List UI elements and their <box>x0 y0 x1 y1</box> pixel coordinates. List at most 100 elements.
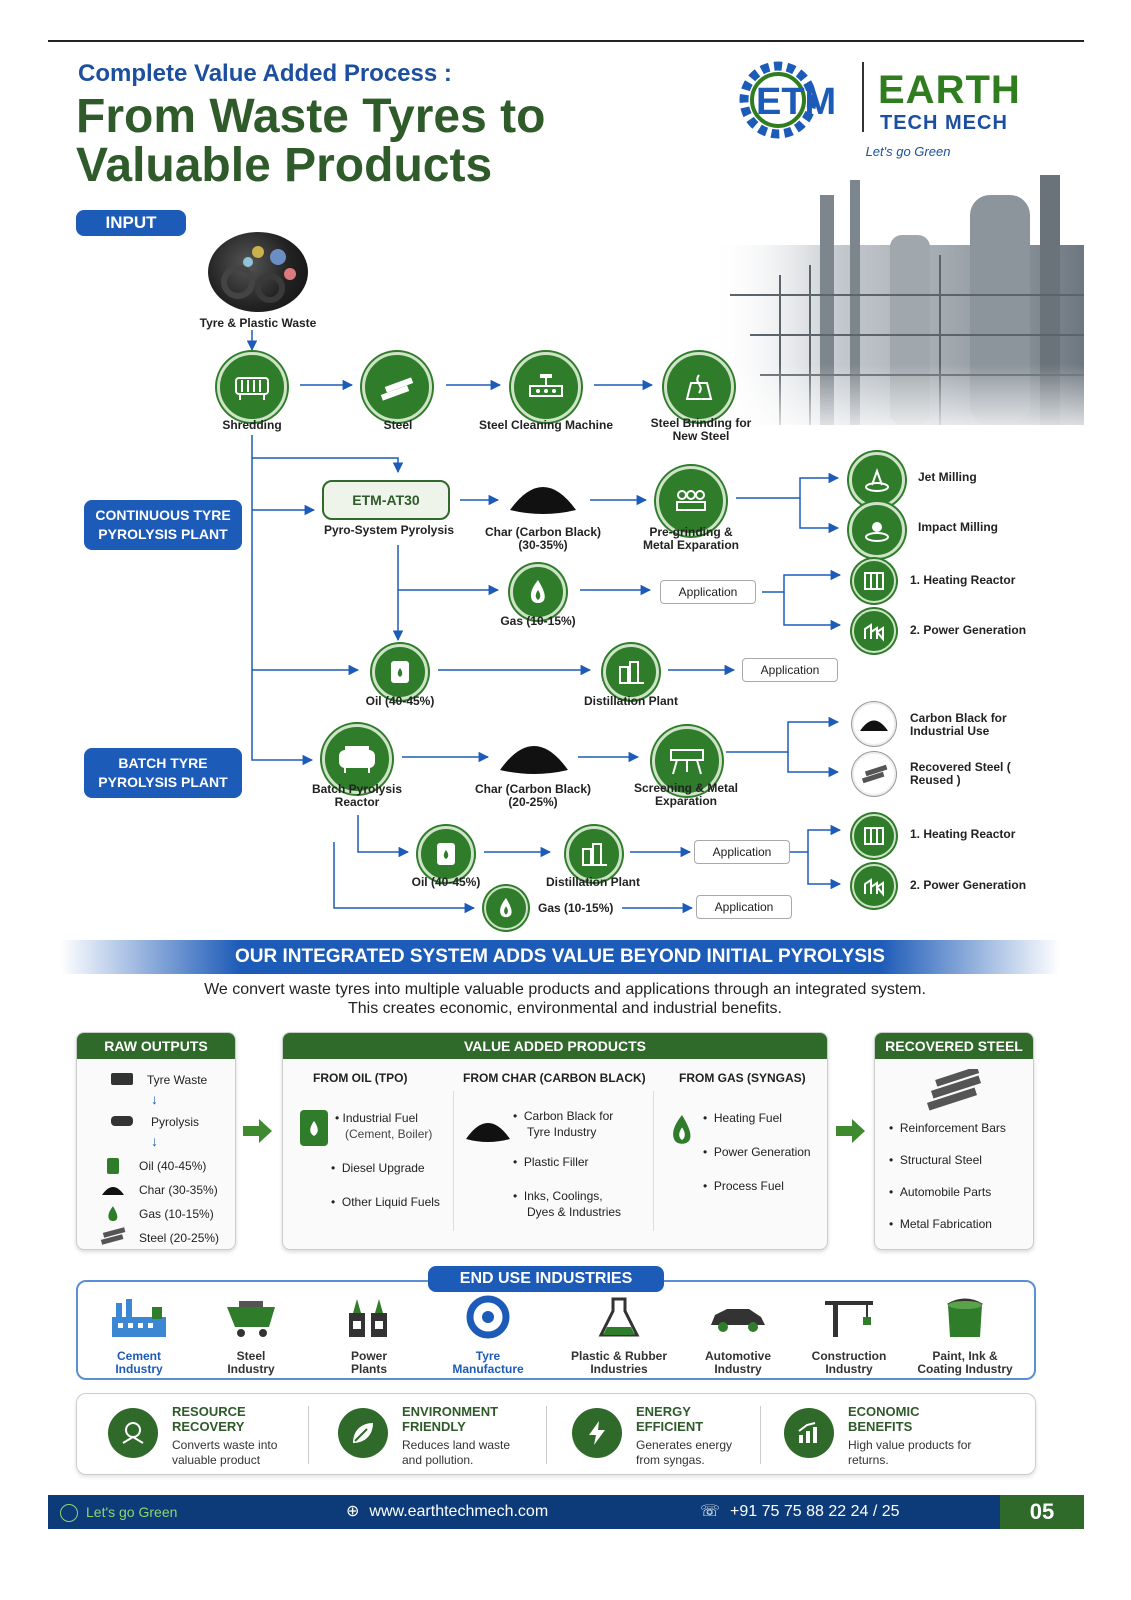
gas-continuous-label: Gas (10-15%) <box>500 614 576 628</box>
oil-batch-label: Oil (40-45%) <box>411 875 481 889</box>
carbon-black-industrial-label: Carbon Black for Industrial Use <box>910 711 1007 738</box>
benefit-4-d2: returns. <box>848 1453 889 1467</box>
oil-icon <box>105 1157 121 1180</box>
page-number: 05 <box>1000 1495 1084 1529</box>
top-rule <box>48 40 1084 42</box>
raw-outputs-panel: RAW OUTPUTS Tyre Waste ↓ Pyrolysis ↓ Oil… <box>76 1032 236 1250</box>
footer-website-text[interactable]: www.earthtechmech.com <box>369 1503 549 1520</box>
recovered-steel-panel: RECOVERED STEEL • Reinforcement Bars • S… <box>874 1032 1034 1250</box>
industry-tyre-l2: Manufacture <box>452 1362 524 1376</box>
steel-item-4-text: Metal Fabrication <box>899 1217 992 1231</box>
char-item-1: • Carbon Black for <box>513 1109 614 1123</box>
steel-bars-icon <box>362 352 432 422</box>
gas-item-2: • Power Generation <box>703 1145 811 1159</box>
power-plant-icon <box>349 1299 387 1337</box>
from-char-heading: FROM CHAR (CARBON BLACK) <box>463 1071 646 1085</box>
brand-name-bottom: TECH MECH <box>880 112 1008 134</box>
oil-item-3: • Other Liquid Fuels <box>331 1195 440 1209</box>
raw-tyre-waste: Tyre Waste <box>147 1073 208 1087</box>
raw-outputs-title: RAW OUTPUTS <box>77 1033 235 1059</box>
recycle-hand-icon <box>108 1408 158 1458</box>
benefit-3-t1: ENERGY <box>636 1404 691 1419</box>
oil-drum-icon <box>372 644 428 700</box>
brand-tagline: Let's go Green <box>865 144 951 159</box>
carbon-black-pile-icon <box>510 487 576 514</box>
power-generation-icon <box>852 609 896 653</box>
from-oil-heading: FROM OIL (TPO) <box>313 1071 408 1085</box>
shredding-label: Shredding <box>222 418 282 432</box>
footer-phone[interactable]: ☏ +91 75 75 88 22 24 / 25 <box>700 1495 900 1529</box>
phone-icon: ☏ <box>700 1503 721 1520</box>
steel-brinding-label: Steel Brinding for New Steel <box>650 416 752 443</box>
oil-item-1: • Industrial Fuel <box>335 1111 418 1125</box>
oil-drum-icon-large <box>297 1107 331 1154</box>
steel-item-1-text: Reinforcement Bars <box>899 1121 1006 1135</box>
raw-oil: Oil (40-45%) <box>139 1159 207 1173</box>
oil-drum-icon-batch <box>418 826 474 882</box>
shredder-icon <box>217 352 287 422</box>
benefit-2-t2: FRIENDLY <box>402 1419 466 1434</box>
gas-item-1-text: Heating Fuel <box>713 1111 782 1125</box>
footer-phone-text[interactable]: +91 75 75 88 22 24 / 25 <box>730 1503 900 1520</box>
char-item-2: • Plastic Filler <box>513 1155 589 1169</box>
steel-item-4: • Metal Fabrication <box>889 1217 992 1231</box>
screening-label: Screening & Metal Exparation <box>633 781 739 808</box>
distillation-plant-icon-batch <box>566 826 622 882</box>
oil-item-1-text: Industrial Fuel <box>342 1111 418 1125</box>
industry-steel-l2: Industry <box>227 1362 275 1376</box>
footer-website[interactable]: ⊕www.earthtechmech.com <box>346 1495 548 1529</box>
heating-reactor-icon-batch <box>852 814 896 858</box>
benefit-3-d2: from syngas. <box>636 1453 705 1467</box>
benefit-divider-2 <box>546 1406 547 1464</box>
heating-reactor-label-1: 1. Heating Reactor <box>910 573 1016 587</box>
distillation-continuous-label: Distillation Plant <box>583 694 678 708</box>
benefit-3-d1: Generates energy <box>636 1438 733 1452</box>
footer-bar: Let's go Green ⊕www.earthtechmech.com ☏ +… <box>48 1495 1084 1529</box>
carbon-black-industrial-icon <box>852 702 896 746</box>
footer-tagline: Let's go Green <box>60 1495 177 1529</box>
intro-line-1: We convert waste tyres into multiple val… <box>204 981 926 998</box>
industry-plastic-l2: Industries <box>590 1362 648 1376</box>
flask-icon <box>598 1297 640 1337</box>
pyro-system-label: Pyro-System Pyrolysis <box>323 523 455 537</box>
green-arrow-icon <box>243 1119 272 1143</box>
gas-item-1: • Heating Fuel <box>703 1111 782 1125</box>
industry-automotive-l2: Industry <box>714 1362 762 1376</box>
benefit-1-t1: RESOURCE <box>172 1404 246 1419</box>
benefit-4-t1: ECONOMIC <box>848 1404 920 1419</box>
tyre-waste-image <box>208 232 308 312</box>
leaf-outline-icon <box>60 1504 78 1523</box>
char-batch-label: Char (Carbon Black) (20-25%) <box>474 782 592 809</box>
gear-logo-icon: ETM <box>739 61 836 139</box>
batch-reactor-label: Batch Pyrolysis Reactor <box>311 782 403 809</box>
char-item-1b: Tyre Industry <box>527 1125 597 1139</box>
application-box-gas-continuous: Application <box>660 580 756 604</box>
industry-tyre-l1: Tyre <box>475 1349 501 1363</box>
title-line-1: From Waste Tyres to <box>76 90 546 143</box>
application-box-oil-batch: Application <box>694 840 790 864</box>
impact-mill-icon <box>849 502 905 558</box>
benefits-box <box>76 1393 1036 1475</box>
industry-power-l1: Power <box>350 1349 387 1363</box>
carbon-black-pile-icon-batch <box>500 746 568 774</box>
benefit-2-d1: Reduces land waste <box>402 1438 511 1452</box>
furnace-icon <box>664 352 734 422</box>
down-arrow-icon-2: ↓ <box>151 1133 158 1149</box>
gas-icon <box>105 1205 121 1228</box>
leaf-icon <box>338 1408 388 1458</box>
industry-paint-l1: Paint, Ink & <box>932 1349 998 1363</box>
jet-mill-icon <box>849 452 905 508</box>
batch-reactor-icon <box>322 724 392 794</box>
paint-bucket-icon <box>947 1298 983 1337</box>
raw-char: Char (30-35%) <box>139 1183 218 1197</box>
oil-item-2-text: Diesel Upgrade <box>341 1161 425 1175</box>
